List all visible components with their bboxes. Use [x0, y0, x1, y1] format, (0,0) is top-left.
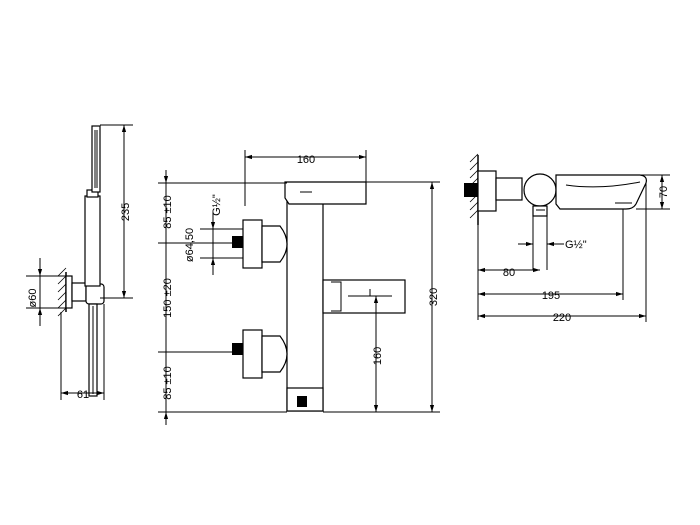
- dim-front-connection: G½": [211, 194, 223, 216]
- dim-front-top-offset: 85 ±10: [162, 195, 174, 229]
- dim-side-total-depth: 220: [553, 312, 571, 324]
- dim-side-outlet-thread: G½": [565, 239, 587, 251]
- wall-hatch-left: [57, 267, 67, 317]
- dim-front-width: 160: [297, 154, 315, 166]
- dim-side-to-spout-tip: 195: [542, 290, 560, 302]
- dim-bracket-diameter: ø60: [27, 289, 39, 308]
- dim-hand-shower-length: 235: [120, 203, 132, 221]
- dim-front-centers: 150 ±20: [162, 278, 174, 318]
- mixer-side-view: 70 G½" 80 195 220: [464, 153, 670, 324]
- mixer-front-view: 160 85 ±10 150 ±20 85 ±10 G½" ø64,50 320…: [158, 150, 440, 425]
- dim-side-to-outlet: 80: [503, 267, 515, 279]
- dim-side-height: 70: [658, 186, 670, 198]
- dim-front-spout-height: 160: [372, 347, 384, 365]
- dim-front-total-height: 320: [428, 288, 440, 306]
- dim-hand-shower-offset: 61: [77, 389, 89, 401]
- dim-front-bottom-offset: 85 ±10: [162, 366, 174, 400]
- hand-shower-view: 235 ø60 61: [26, 124, 133, 401]
- dim-front-connection-diameter: ø64,50: [184, 228, 196, 262]
